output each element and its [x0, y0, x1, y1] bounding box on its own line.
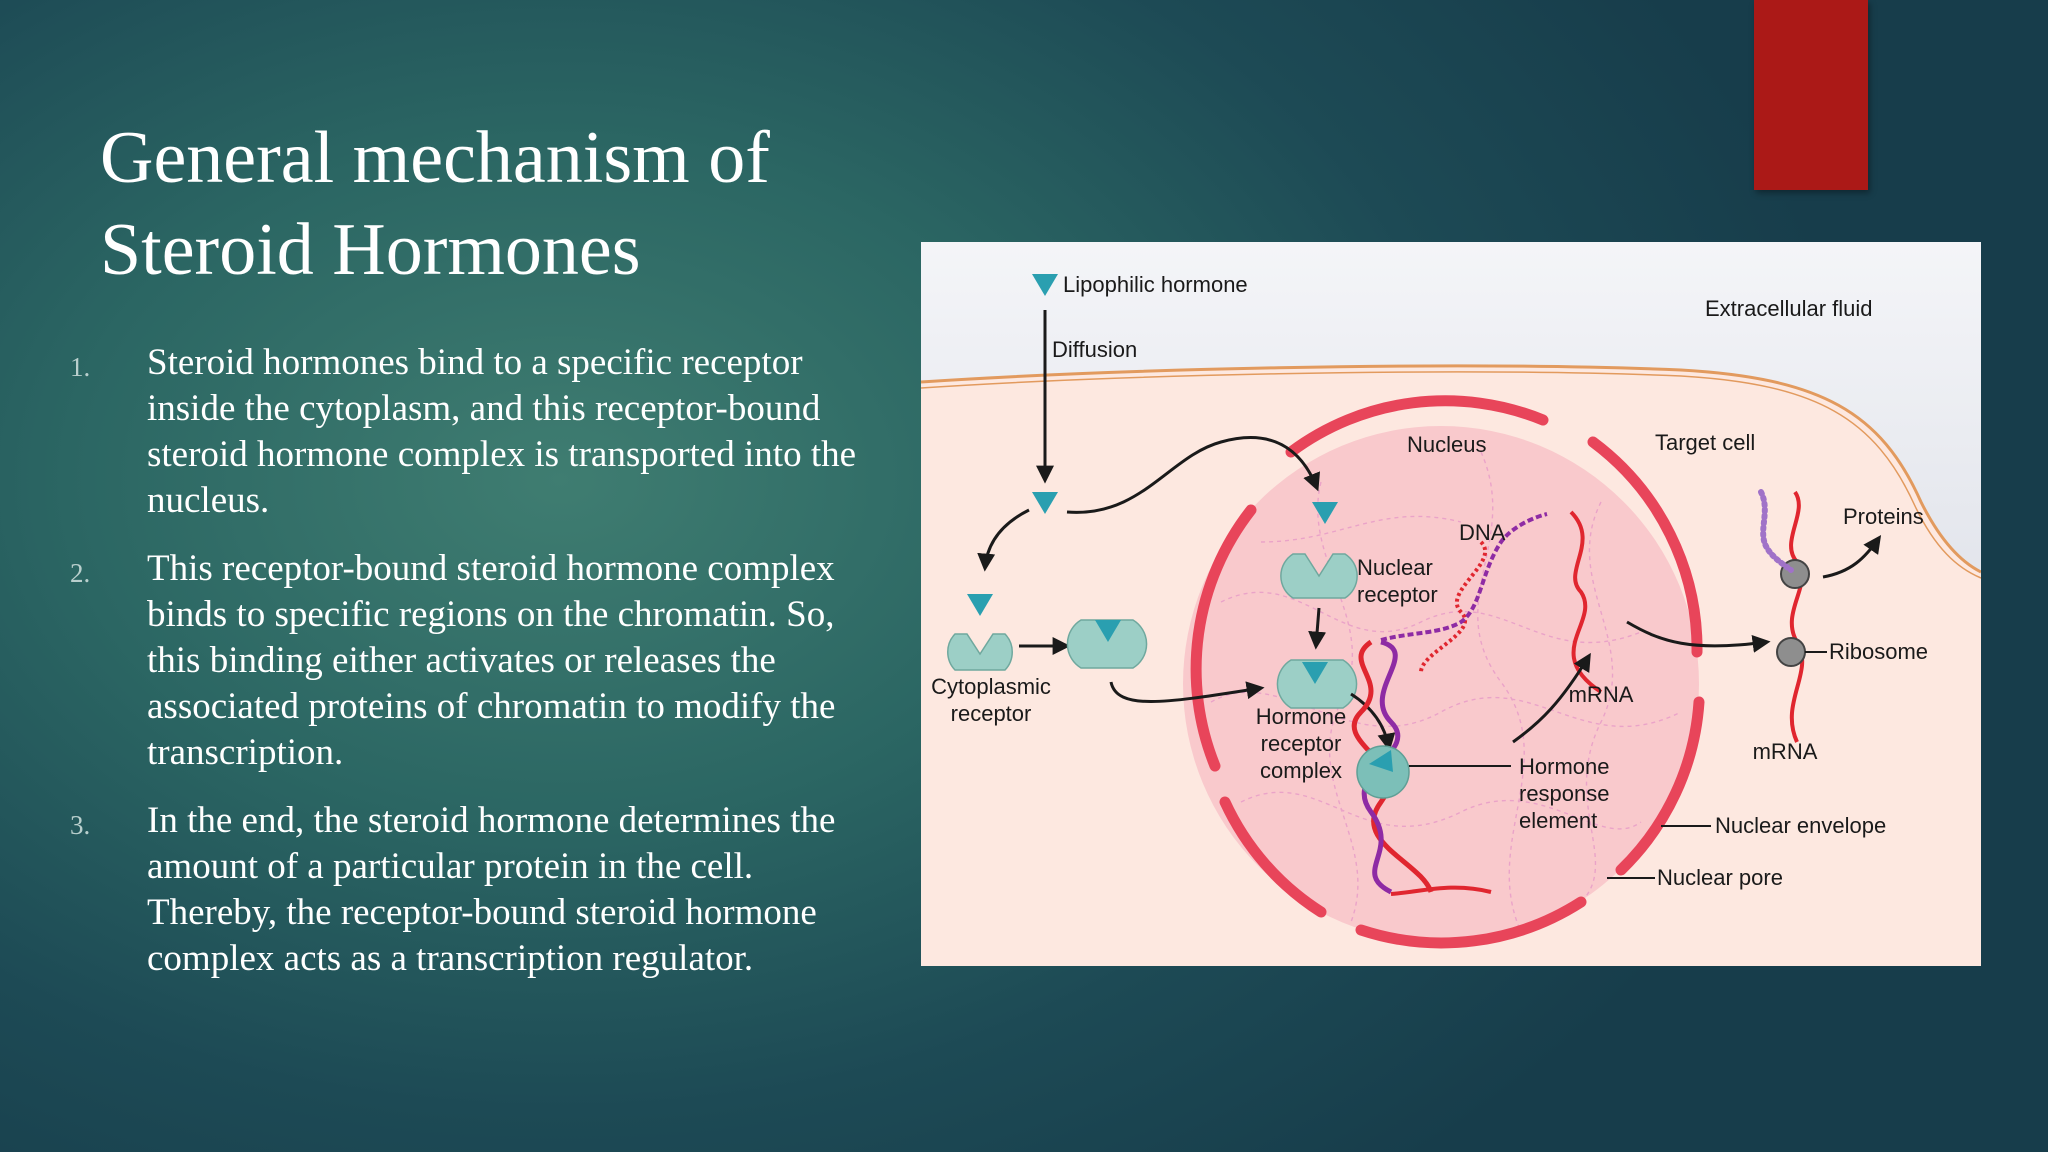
points-list: 1. Steroid hormones bind to a specific r… — [70, 340, 890, 1004]
slide-title: General mechanism of Steroid Hormones — [100, 112, 920, 296]
label-mrna-nucleus: mRNA — [1569, 682, 1634, 707]
nuclear-entry-arrow — [1066, 436, 1321, 514]
accent-bar — [1754, 0, 1868, 190]
hormone-icon — [1032, 492, 1058, 514]
bound-receptor-icon — [1066, 619, 1148, 669]
curve-arrow — [977, 508, 1030, 572]
label-mrna-cytoplasm: mRNA — [1753, 739, 1818, 764]
dna-strand — [1419, 540, 1488, 673]
label-hormone-receptor-complex: Hormone — [1256, 704, 1346, 729]
list-item: 3. In the end, the steroid hormone deter… — [70, 798, 890, 982]
label-target-cell: Target cell — [1655, 430, 1755, 455]
hormone-icon — [1369, 750, 1393, 772]
mechanism-diagram: Lipophilic hormone Extracellular fluid D… — [921, 242, 1981, 966]
cell-membrane — [921, 364, 1981, 574]
hormone-receptor-bound-dna — [1356, 745, 1410, 799]
label-ribosome: Ribosome — [1829, 639, 1928, 664]
export-arrow — [1626, 620, 1771, 653]
hormone-icon — [1302, 662, 1328, 684]
label-hormone-receptor-complex: receptor — [1261, 731, 1342, 756]
label-cytoplasmic-receptor: Cytoplasmic — [931, 674, 1051, 699]
label-nuclear-receptor: Nuclear — [1357, 555, 1433, 580]
label-dna: DNA — [1459, 520, 1506, 545]
item-text: Steroid hormones bind to a specific rece… — [147, 342, 857, 521]
list-item: 1. Steroid hormones bind to a specific r… — [70, 340, 890, 524]
cytoplasmic-mrna — [1789, 490, 1805, 743]
transport-arrow — [1109, 681, 1265, 703]
label-hormone-response-element: element — [1519, 808, 1597, 833]
title-line-1: General mechanism of — [100, 117, 770, 199]
hormone-icon — [967, 594, 993, 616]
hormone-icon — [1095, 620, 1121, 642]
item-text: This receptor-bound steroid hormone comp… — [147, 548, 836, 773]
label-lipophilic-hormone: Lipophilic hormone — [1063, 272, 1248, 297]
label-nuclear-envelope: Nuclear envelope — [1715, 813, 1886, 838]
label-hormone-response-element: Hormone — [1519, 754, 1609, 779]
cell-membrane-inner — [921, 371, 1981, 579]
protein-chain — [1758, 489, 1794, 573]
hormone-receptor-complex-icon — [1276, 659, 1358, 709]
binding-arrow — [1308, 607, 1327, 650]
label-extracellular-fluid: Extracellular fluid — [1705, 296, 1873, 321]
label-hormone-response-element: response — [1519, 781, 1610, 806]
nucleus — [1183, 426, 1699, 942]
label-cytoplasmic-receptor: receptor — [951, 701, 1032, 726]
label-nucleus: Nucleus — [1407, 432, 1486, 457]
to-dna-arrow — [1350, 692, 1396, 752]
nuclear-receptor-icon — [1280, 553, 1358, 599]
item-number: 3. — [70, 810, 91, 840]
hormone-icon — [1312, 502, 1338, 524]
item-number: 2. — [70, 558, 91, 588]
label-nuclear-pore: Nuclear pore — [1657, 865, 1783, 890]
nuclear-envelope — [1190, 395, 1705, 949]
item-text: In the end, the steroid hormone determin… — [147, 800, 836, 979]
cytoplasmic-receptor-icon — [947, 633, 1013, 671]
label-hormone-receptor-complex: complex — [1260, 758, 1342, 783]
hormone-icon — [1032, 274, 1058, 296]
dna-coil — [1380, 512, 1548, 642]
ribosome-icon — [1776, 637, 1806, 667]
label-nuclear-receptor: receptor — [1357, 582, 1438, 607]
protein-arrow — [1822, 535, 1882, 579]
dna-strand — [1390, 885, 1492, 896]
title-line-2: Steroid Hormones — [100, 209, 641, 291]
label-proteins: Proteins — [1843, 504, 1924, 529]
transcription-arrow — [1512, 652, 1591, 744]
list-item: 2. This receptor-bound steroid hormone c… — [70, 546, 890, 776]
label-diffusion: Diffusion — [1052, 337, 1137, 362]
item-number: 1. — [70, 352, 91, 382]
